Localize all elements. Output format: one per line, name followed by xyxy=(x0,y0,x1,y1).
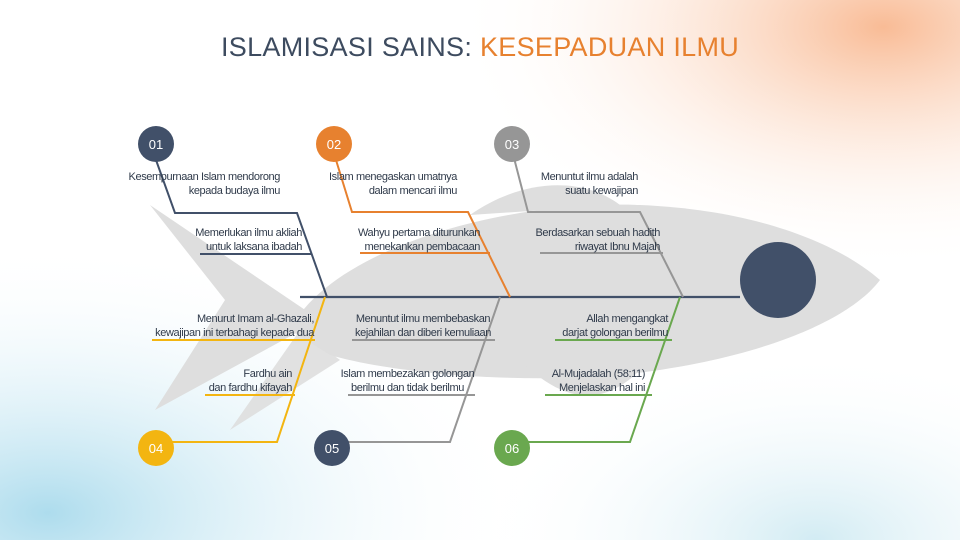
label-b2a: Islam menegaskan umatnya dalam mencari i… xyxy=(329,170,457,198)
node-02: 02 xyxy=(316,126,352,162)
label-b2b: Wahyu pertama diturunkan menekankan pemb… xyxy=(358,226,480,254)
label-b4a: Menurut Imam al-Ghazali, kewajipan ini t… xyxy=(155,312,314,340)
label-b4b: Fardhu ain dan fardhu kifayah xyxy=(209,367,292,395)
label-b1b: Memerlukan ilmu akliah untuk laksana iba… xyxy=(195,226,302,254)
label-b6a: Allah mengangkat darjat golongan berilmu xyxy=(562,312,668,340)
label-b5a: Menuntut ilmu membebaskan kejahilan dan … xyxy=(348,312,498,340)
label-b5b: Islam membezakan golongan berilmu dan ti… xyxy=(335,367,480,395)
label-b3b: Berdasarkan sebuah hadith riwayat Ibnu M… xyxy=(535,226,660,254)
fish-head xyxy=(740,242,816,318)
node-04: 04 xyxy=(138,430,174,466)
label-b1a: Kesempurnaan Islam mendorong kepada buda… xyxy=(129,170,280,198)
label-b6b: Al-Mujadalah (58:11) Menjelaskan hal ini xyxy=(552,367,645,395)
node-06: 06 xyxy=(494,430,530,466)
node-03: 03 xyxy=(494,126,530,162)
label-b3a: Menuntut ilmu adalah suatu kewajipan xyxy=(541,170,638,198)
node-01: 01 xyxy=(138,126,174,162)
node-05: 05 xyxy=(314,430,350,466)
